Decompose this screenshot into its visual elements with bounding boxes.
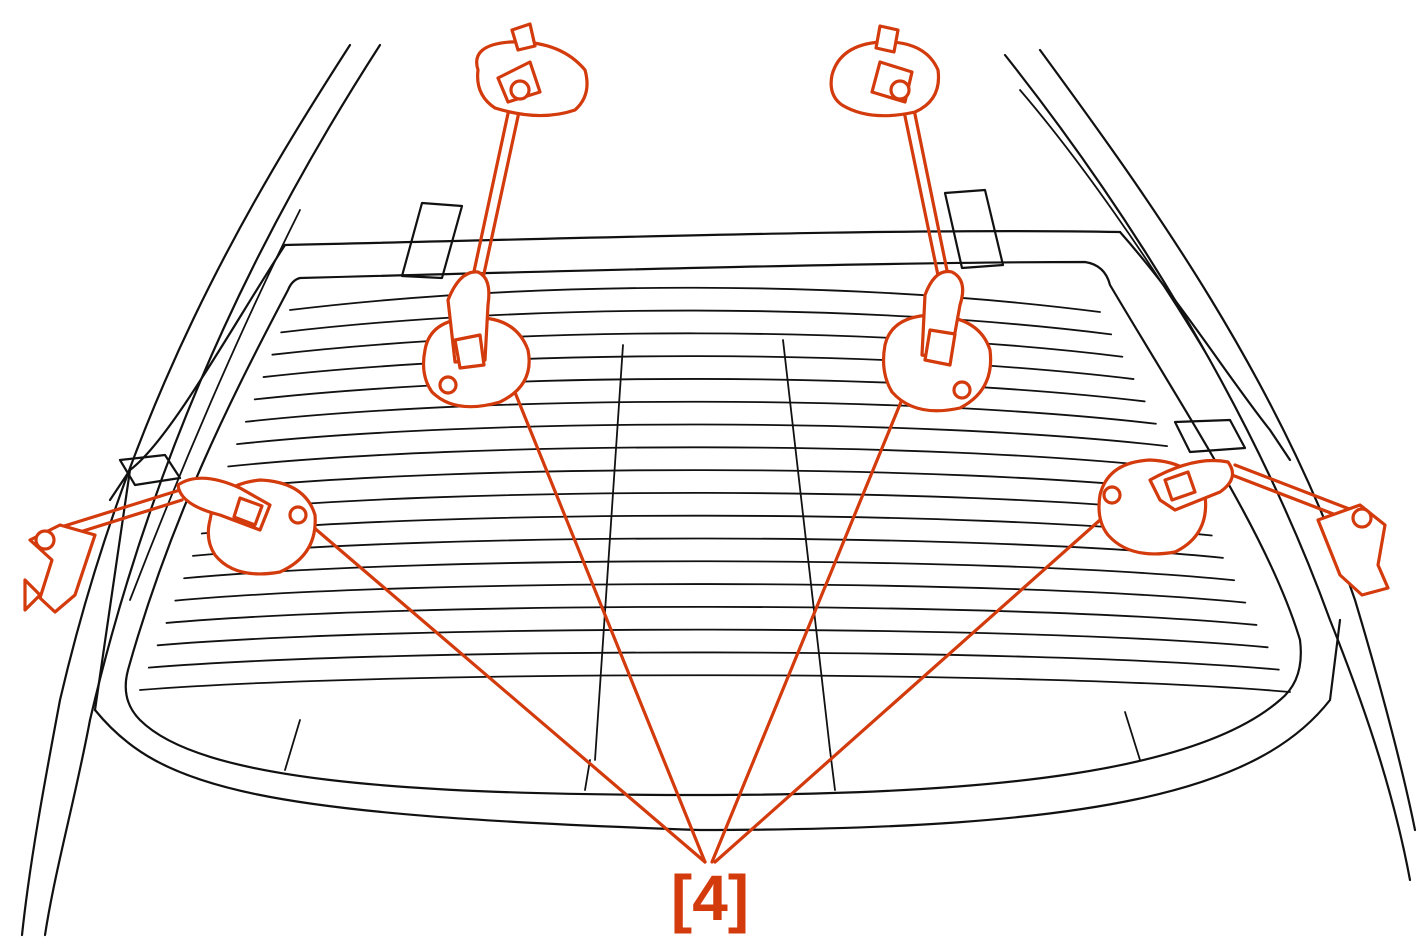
leader-line-4 bbox=[713, 518, 1102, 864]
defroster-line bbox=[227, 446, 1180, 470]
leader-line-2 bbox=[510, 383, 707, 864]
defroster-line bbox=[209, 491, 1202, 515]
callout-label: [4] bbox=[670, 862, 750, 934]
leader-line-3 bbox=[710, 378, 912, 864]
defroster-line bbox=[236, 423, 1168, 448]
rear-window-glass bbox=[124, 260, 1302, 797]
car-body-outline bbox=[20, 43, 1417, 937]
window-stand-icon bbox=[468, 22, 589, 294]
window-stand-icon bbox=[829, 24, 952, 287]
defroster-line bbox=[253, 378, 1146, 403]
window-panel-dividers bbox=[284, 339, 1141, 791]
defroster-line bbox=[200, 514, 1213, 537]
callout-leader-lines bbox=[303, 378, 1102, 864]
suction-cup-icon bbox=[1097, 458, 1235, 556]
suction-cup-icon bbox=[881, 269, 993, 413]
defroster-line bbox=[183, 560, 1236, 582]
defroster-line bbox=[165, 605, 1258, 626]
defroster-line bbox=[280, 309, 1113, 336]
defroster-line bbox=[147, 651, 1280, 671]
suction-cup-icon bbox=[421, 270, 531, 409]
defroster-line bbox=[262, 355, 1135, 380]
defroster-lines bbox=[139, 286, 1291, 693]
defroster-line bbox=[289, 286, 1101, 313]
defroster-line bbox=[271, 332, 1124, 358]
suction-cup-icon bbox=[176, 476, 317, 576]
defroster-line bbox=[174, 583, 1247, 604]
window-stand-icon bbox=[1230, 463, 1390, 597]
defroster-line bbox=[139, 674, 1291, 693]
window-stand-icon bbox=[23, 488, 184, 614]
defroster-line bbox=[192, 537, 1224, 559]
defroster-line bbox=[244, 400, 1157, 425]
leader-line-1 bbox=[303, 518, 707, 864]
defroster-line bbox=[156, 628, 1269, 649]
defroster-line bbox=[218, 469, 1191, 492]
